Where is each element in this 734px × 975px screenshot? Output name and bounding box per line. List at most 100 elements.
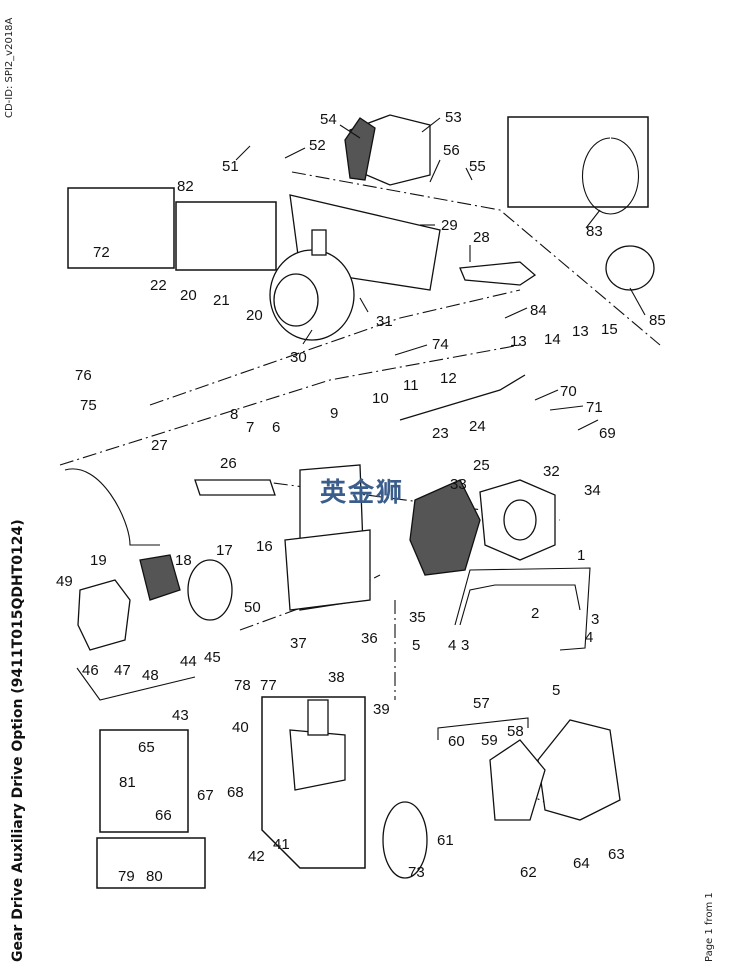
callout-55: 55 xyxy=(469,158,486,175)
callout-60: 60 xyxy=(448,733,465,750)
callout-9: 9 xyxy=(330,405,338,422)
callout-76: 76 xyxy=(75,367,92,384)
callout-14: 14 xyxy=(544,331,561,348)
callout-27: 27 xyxy=(151,437,168,454)
callout-12: 12 xyxy=(440,370,457,387)
callout-53: 53 xyxy=(445,109,462,126)
callout-13: 13 xyxy=(510,333,527,350)
callout-17: 17 xyxy=(216,542,233,559)
callout-52: 52 xyxy=(309,137,326,154)
callout-78: 78 xyxy=(234,677,251,694)
valve-40 xyxy=(289,729,346,791)
callout-67: 67 xyxy=(197,787,214,804)
callout-61: 61 xyxy=(437,832,454,849)
callout-74: 74 xyxy=(432,336,449,353)
callout-33: 33 xyxy=(450,476,467,493)
callout-85: 85 xyxy=(649,312,666,329)
callout-48: 48 xyxy=(142,667,159,684)
callout-68: 68 xyxy=(227,784,244,801)
bracket-43 xyxy=(76,667,196,701)
kit-box-82 xyxy=(175,201,277,271)
callout-5: 5 xyxy=(412,637,420,654)
callout-2: 2 xyxy=(531,605,539,622)
bracket-57 xyxy=(437,717,529,740)
callout-11: 11 xyxy=(403,377,419,394)
gear-44 xyxy=(139,554,181,601)
oring-83 xyxy=(581,137,640,215)
gasket-73 xyxy=(382,801,428,879)
kit-box-72 xyxy=(67,187,175,269)
callout-44: 44 xyxy=(180,653,197,670)
callout-3: 3 xyxy=(461,637,469,654)
kit-box-83 xyxy=(507,116,649,208)
callout-45: 45 xyxy=(204,649,221,666)
callout-34: 34 xyxy=(584,482,601,499)
callout-1: 1 xyxy=(577,547,585,564)
callout-62: 62 xyxy=(520,864,537,881)
callout-49: 49 xyxy=(56,573,73,590)
pump-lower-body xyxy=(284,529,371,611)
callout-73: 73 xyxy=(408,864,425,881)
callout-31: 31 xyxy=(376,313,393,330)
callout-59: 59 xyxy=(481,732,498,749)
callout-39: 39 xyxy=(373,701,390,718)
assembly-line-upper xyxy=(291,171,661,346)
callout-23: 23 xyxy=(432,425,449,442)
callout-3: 3 xyxy=(591,611,599,628)
callout-24: 24 xyxy=(469,418,486,435)
callout-4: 4 xyxy=(585,629,593,646)
flange-bore-32 xyxy=(503,499,537,541)
kit-box-40 xyxy=(261,696,366,869)
callout-16: 16 xyxy=(256,538,273,555)
pump-58 xyxy=(537,719,621,821)
leader-lines xyxy=(235,117,646,431)
callout-20: 20 xyxy=(246,307,263,324)
callout-32: 32 xyxy=(543,463,560,480)
pump-face-30 xyxy=(273,273,319,327)
callout-40: 40 xyxy=(232,719,249,736)
callout-20: 20 xyxy=(180,287,197,304)
callout-19: 19 xyxy=(90,552,107,569)
callout-26: 26 xyxy=(220,455,237,472)
valve-stem-40 xyxy=(307,699,329,736)
callout-63: 63 xyxy=(608,846,625,863)
callout-30: 30 xyxy=(290,349,307,366)
callout-80: 80 xyxy=(146,868,163,885)
pipe-12 xyxy=(399,374,526,421)
callout-15: 15 xyxy=(601,321,618,338)
watermark-text: 英金狮 xyxy=(320,478,405,508)
callout-41: 41 xyxy=(273,836,290,853)
gear-ring-45 xyxy=(187,559,233,621)
callout-79: 79 xyxy=(118,868,135,885)
callout-81: 81 xyxy=(119,774,136,791)
callout-42: 42 xyxy=(248,848,265,865)
callout-25: 25 xyxy=(473,457,490,474)
gear-housing-46 xyxy=(77,579,131,651)
bracket-1 xyxy=(454,567,591,651)
hose-28 xyxy=(459,261,537,286)
callout-36: 36 xyxy=(361,630,378,647)
callout-6: 6 xyxy=(272,419,280,436)
callout-58: 58 xyxy=(507,723,524,740)
pump-inlet-30 xyxy=(311,229,327,256)
flange-59 xyxy=(489,739,546,821)
callout-46: 46 xyxy=(82,662,99,679)
callout-75: 75 xyxy=(80,397,97,414)
callout-69: 69 xyxy=(599,425,616,442)
mount-85 xyxy=(605,245,655,291)
callout-38: 38 xyxy=(328,669,345,686)
callout-54: 54 xyxy=(320,111,337,128)
callout-29: 29 xyxy=(441,217,458,234)
callout-83: 83 xyxy=(586,223,603,240)
callout-10: 10 xyxy=(372,390,389,407)
callout-77: 77 xyxy=(260,677,277,694)
callout-66: 66 xyxy=(155,807,172,824)
callout-82: 82 xyxy=(177,178,194,195)
gasket-33 xyxy=(409,479,481,576)
callout-47: 47 xyxy=(114,662,131,679)
callout-56: 56 xyxy=(443,142,460,159)
kit-box-79-80 xyxy=(96,837,206,889)
callout-43: 43 xyxy=(172,707,189,724)
callout-64: 64 xyxy=(573,855,590,872)
